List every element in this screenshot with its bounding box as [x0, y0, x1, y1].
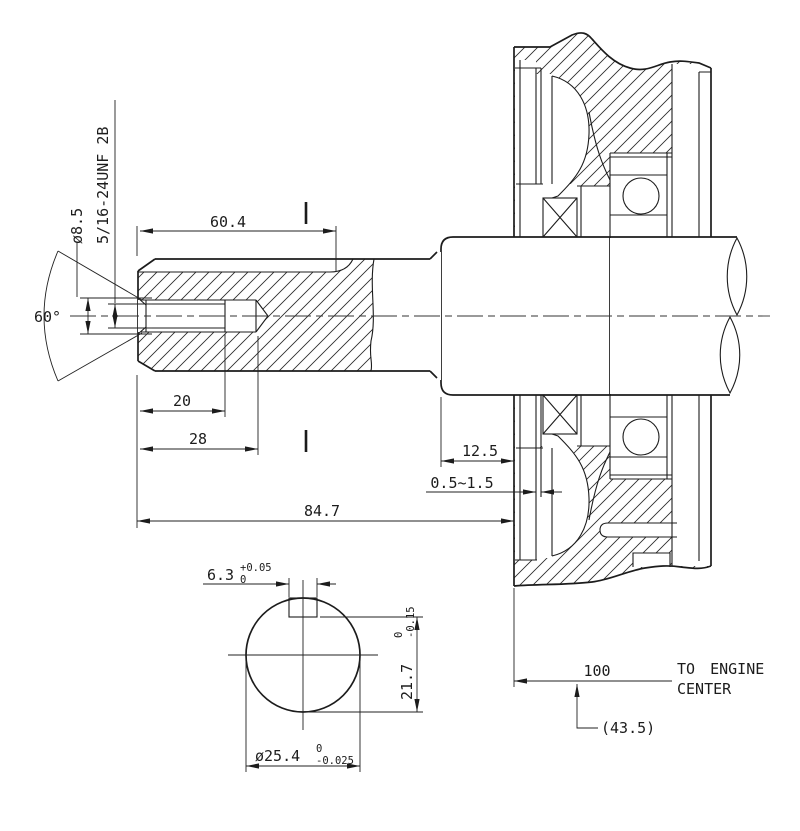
dim-keyway-length: 60.4	[210, 213, 246, 231]
cover-rib-bottom	[536, 448, 552, 558]
shaft-collar	[440, 236, 611, 396]
case-rib-top-right	[672, 64, 711, 237]
break-line	[369, 258, 375, 372]
dim-thread-depth: 20	[173, 392, 191, 410]
case-notch	[633, 553, 670, 567]
extension-lines	[136, 226, 515, 772]
case-line-work	[515, 60, 711, 567]
dim-flat-height-tol-lower: -0.15	[405, 606, 417, 638]
shaft-break-upper	[726, 236, 748, 317]
cavity-bell-bottom	[543, 434, 590, 556]
bearing-housing-bottom	[610, 395, 677, 479]
dim-key-width: 6.3	[207, 566, 234, 584]
dim-diameter-tol-lower: -0.025	[316, 755, 354, 767]
section-crosshair	[228, 580, 378, 730]
dim-to-engine-center: 100	[583, 662, 610, 680]
oil-slot	[600, 523, 677, 537]
crankcase-section	[513, 32, 712, 587]
key-section-view	[228, 580, 378, 730]
dim-thread-spec: 5/16-24UNF 2B	[94, 127, 112, 244]
cover-rib-top	[536, 74, 552, 184]
note-to-engine: TO ENGINE	[677, 660, 764, 678]
dim-flat-height-tol-upper: 0	[393, 632, 405, 638]
dim-diameter: ø25.4	[255, 747, 300, 765]
dim-countersink-dia: ø8.5	[68, 208, 86, 244]
dim-countersink-angle: 60°	[34, 308, 61, 326]
dim-shaft-length: 84.7	[304, 502, 340, 520]
gap-zone-bottom	[581, 395, 610, 446]
cavity-bell-top	[543, 76, 590, 198]
crank-journal-edges	[610, 236, 737, 396]
dim-flat-height-group: 21.7 0 -0.15	[393, 606, 417, 700]
note-center: CENTER	[677, 680, 732, 698]
dim-crank-offset: (43.5)	[601, 719, 655, 737]
dim-collar-width: 12.5	[462, 442, 498, 460]
bearing-ball-bottom	[622, 418, 660, 456]
bearing-ball-top	[622, 177, 660, 215]
cover-channel-bottom	[515, 395, 536, 560]
bearing-housing-top	[610, 153, 677, 237]
dim-end-clearance: 0.5~1.5	[430, 474, 493, 492]
case-rib-bottom-right	[672, 395, 711, 566]
dim-key-width-tol-lower: 0	[240, 574, 246, 586]
dim-diameter-tol-upper: 0	[316, 743, 322, 755]
dimensions: 60.4 20 28 84.7 12.5 0.5~1.5 100 TO ENGI…	[34, 100, 764, 772]
dim-key-width-tol-upper: +0.05	[240, 562, 272, 574]
keyway-bottom-line	[138, 258, 354, 273]
dim-flat-height: 21.7	[398, 664, 416, 700]
case-outer-contour	[513, 32, 712, 587]
cover-channel-top	[515, 60, 536, 237]
gap-zone-top	[581, 186, 610, 237]
shaft-break-lower	[719, 315, 741, 395]
dim-hole-depth: 28	[189, 430, 207, 448]
